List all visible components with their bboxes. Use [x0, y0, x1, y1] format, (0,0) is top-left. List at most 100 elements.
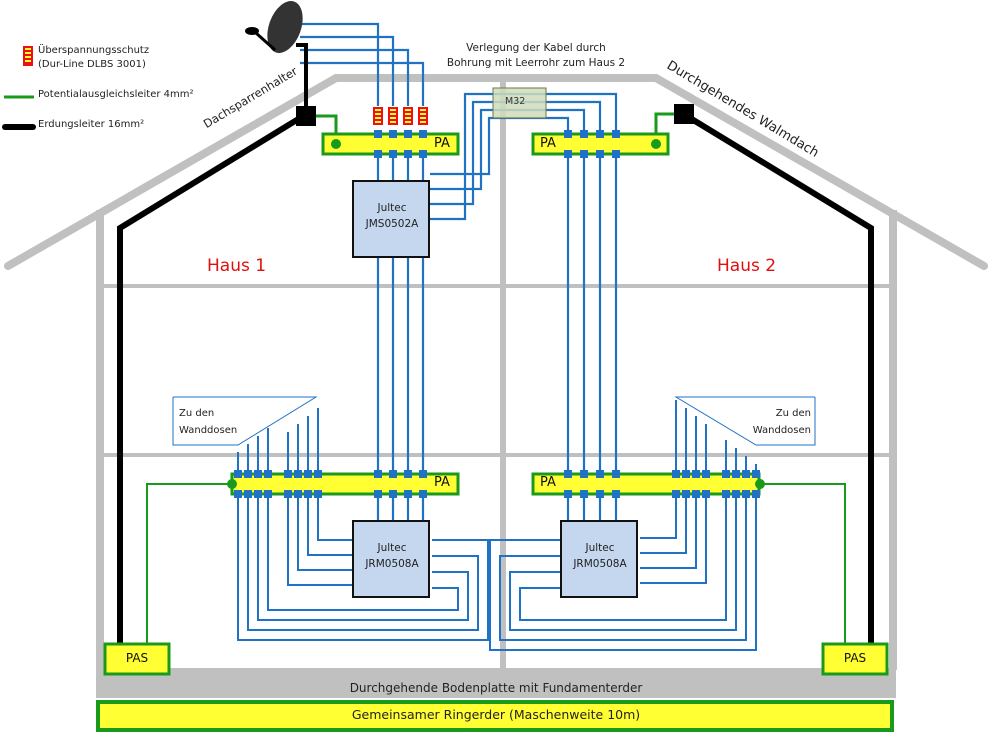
connector-floor-h2-top-6 — [682, 470, 690, 478]
h1-loop-cable-1 — [237, 490, 489, 641]
connector-floor-h2-top-5 — [672, 470, 680, 478]
connector-floor-h1-bottom-1 — [234, 490, 242, 498]
roof-outline — [4, 74, 988, 270]
connector-floor-h1-bottom-9 — [374, 490, 382, 498]
rafter-holder-clamp-h2 — [674, 104, 694, 124]
equipotential-floor-h1 — [146, 483, 232, 645]
cable-to-house2-4 — [430, 116, 570, 526]
connector-attic-h1-top-4 — [419, 130, 427, 138]
pa-label-floor-h2: PA — [540, 475, 556, 490]
connector-floor-h2-bottom-2 — [580, 490, 588, 498]
to-sockets-h2-line1: Zu den — [775, 408, 811, 419]
grounding-conductors — [117, 43, 874, 645]
connector-floor-h2-bottom-12 — [752, 490, 760, 498]
connector-floor-h2-bottom-7 — [692, 490, 700, 498]
connector-floor-h2-bottom-8 — [702, 490, 710, 498]
lnb-cable-3 — [300, 48, 410, 106]
multiswitch-main-label: Jultec JMS0502A — [354, 200, 430, 232]
routing-note-line2: Bohrung mit Leerrohr zum Haus 2 — [446, 57, 626, 69]
surge-protector-stripe — [375, 117, 381, 119]
connector-floor-h1-bottom-10 — [389, 490, 397, 498]
multiswitch-main-brand: Jultec — [377, 202, 407, 214]
surge-protector-stripe — [420, 113, 426, 115]
lnb-arm — [254, 31, 277, 52]
pas-bar-h1 — [103, 642, 171, 676]
multiswitch-main-model: JMS0502A — [365, 218, 419, 230]
connector-floor-h2-top-11 — [742, 470, 750, 478]
coax-cables — [172, 22, 816, 651]
multiswitch-h1-box — [352, 520, 430, 598]
cable-routing-note: Verlegung der Kabel durch Bohrung mit Le… — [428, 41, 644, 71]
multiswitch-h2-brand: Jultec — [585, 542, 615, 554]
surge-protector-4 — [418, 107, 428, 125]
connector-floor-h1-top-6 — [294, 470, 302, 478]
connector-floor-h1-top-7 — [304, 470, 312, 478]
earthing-conductor-h2 — [688, 115, 874, 645]
connector-floor-h1-bottom-7 — [304, 490, 312, 498]
surge-protector-stripe — [375, 121, 381, 123]
pa-label-attic-h1: PA — [434, 136, 450, 151]
connector-attic-h1-bottom-2 — [389, 150, 397, 158]
h1-in-cable-3 — [307, 490, 352, 556]
connector-attic-h2-top-2 — [580, 130, 588, 138]
legend-surge-stripe — [25, 48, 31, 50]
connector-attic-h2-bottom-2 — [580, 150, 588, 158]
surge-protector-stripe — [375, 113, 381, 115]
connector-floor-h2-bottom-4 — [612, 490, 620, 498]
satellite-dish-icon — [267, 1, 303, 53]
pas-label-h2: PAS — [843, 651, 867, 665]
connector-floor-h2-top-4 — [612, 470, 620, 478]
connector-floor-h2-top-10 — [732, 470, 740, 478]
connector-attic-h1-bottom-1 — [374, 150, 382, 158]
to-sockets-callout-h2-frame — [674, 396, 816, 446]
h1-loop-cable-4 — [267, 490, 459, 611]
lnb-cable-2 — [300, 35, 395, 106]
connector-floor-h1-top-4 — [264, 470, 272, 478]
surge-protector-stripe — [405, 109, 411, 111]
connector-floor-h2-bottom-1 — [564, 490, 572, 498]
connector-floor-h2-top-2 — [580, 470, 588, 478]
surge-protector-stripe — [390, 117, 396, 119]
connector-attic-h2-bottom-3 — [596, 150, 604, 158]
devices — [245, 1, 638, 598]
lnb-cable-1 — [300, 22, 380, 106]
equipotential-bars — [103, 130, 889, 676]
foundation-label: Durchgehende Bodenplatte mit Fundamenter… — [349, 681, 643, 695]
connector-attic-h2-bottom-4 — [612, 150, 620, 158]
connector-floor-h2-bottom-3 — [596, 490, 604, 498]
surge-protector-stripe — [390, 121, 396, 123]
connector-floor-h1-top-11 — [404, 470, 412, 478]
multiswitch-h1-brand: Jultec — [377, 542, 407, 554]
h2-in-cable-4 — [640, 490, 707, 584]
connector-floor-h2-bottom-10 — [732, 490, 740, 498]
routing-note-line1: Verlegung der Kabel durch — [466, 42, 606, 54]
connector-floor-h1-bottom-6 — [294, 490, 302, 498]
cable-to-house2-3 — [430, 108, 586, 526]
surge-protector-stripe — [390, 113, 396, 115]
dish-mast-earth — [296, 43, 308, 110]
connector-floor-h1-top-12 — [419, 470, 427, 478]
connector-attic-h1-top-1 — [374, 130, 382, 138]
connector-floor-h2-bottom-9 — [722, 490, 730, 498]
legend-surge-label: Überspannungsschutz — [38, 45, 150, 56]
h1-in-cable-2 — [297, 490, 352, 571]
h2-loop-cable-2 — [509, 490, 737, 631]
multiswitch-h2-box — [560, 520, 638, 598]
connector-attic-h1-top-2 — [389, 130, 397, 138]
connector-floor-h1-bottom-11 — [404, 490, 412, 498]
connector-floor-h2-top-3 — [596, 470, 604, 478]
multiswitch-h2-model: JRM0508A — [573, 558, 627, 570]
legend-graphics — [2, 46, 36, 130]
connector-attic-h2-top-3 — [596, 130, 604, 138]
legend-surge-stripe — [25, 60, 31, 62]
house-1-label: Haus 1 — [207, 256, 267, 276]
conduit-m32 — [492, 87, 547, 119]
connector-floor-h2-bottom-5 — [672, 490, 680, 498]
legend-surge-model: (Dur-Line DLBS 3001) — [38, 59, 146, 70]
to-sockets-h2-line2: Wanddosen — [752, 425, 811, 436]
surge-protector-stripe — [405, 113, 411, 115]
multiswitch-h1-label: Jultec JRM0508A — [354, 540, 430, 572]
connector-attic-h1-bottom-4 — [419, 150, 427, 158]
lnb-cable-4 — [300, 61, 425, 106]
